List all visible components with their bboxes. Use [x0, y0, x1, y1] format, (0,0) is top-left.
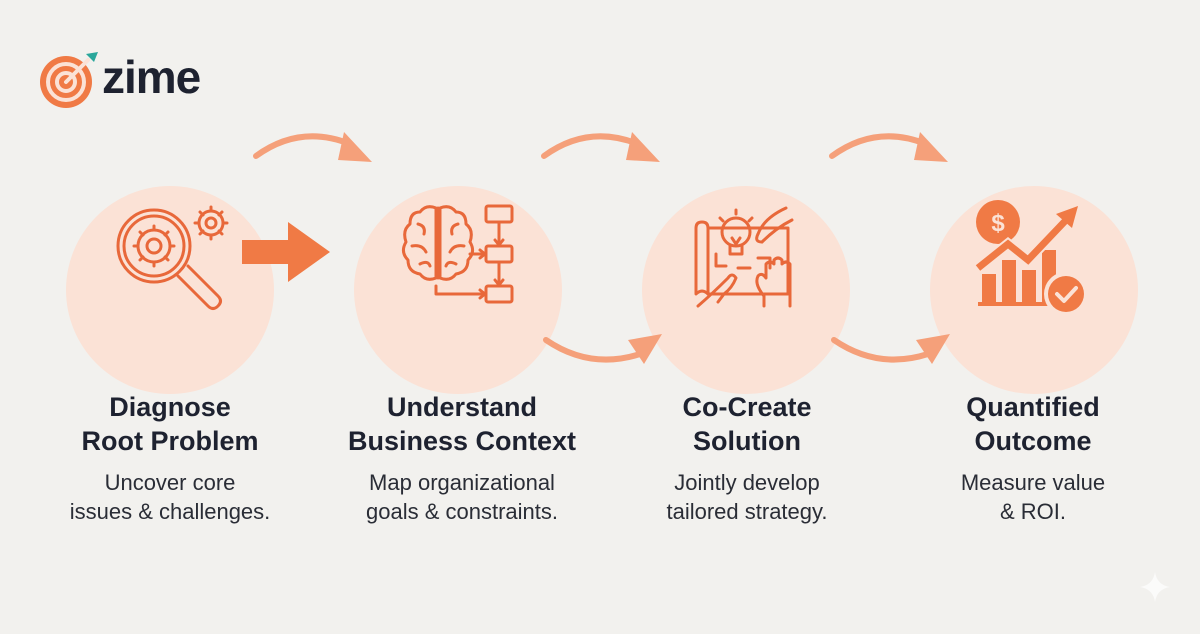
step-desc-line: & ROI. — [999, 499, 1066, 524]
step-desc-line: goals & constraints. — [366, 499, 558, 524]
step-title-line: Co-Create — [682, 392, 812, 422]
sparkle-icon — [1138, 570, 1172, 609]
step-description: Measure value & ROI. — [893, 468, 1173, 526]
step-desc-line: Map organizational — [369, 470, 555, 495]
step-description: Uncover core issues & challenges. — [30, 468, 310, 526]
magnifier-gears-icon — [112, 196, 242, 321]
step-4-text: Quantified Outcome Measure value & ROI. — [893, 390, 1173, 526]
step-2-text: Understand Business Context Map organiza… — [322, 390, 602, 526]
step-description: Map organizational goals & constraints. — [322, 468, 602, 526]
target-with-arrow-icon — [38, 48, 100, 110]
curved-arrow-icon — [538, 124, 668, 173]
step-title-line: Understand — [386, 392, 538, 422]
curved-arrow-icon — [828, 328, 958, 377]
step-title-line: Business Context — [347, 426, 577, 456]
brand-name: zime — [102, 51, 201, 103]
step-3-text: Co-Create Solution Jointly develop tailo… — [607, 390, 887, 526]
curved-arrow-icon — [540, 328, 670, 377]
step-title: Quantified Outcome — [893, 390, 1173, 458]
step-title: Co-Create Solution — [607, 390, 887, 458]
step-desc-line: issues & challenges. — [69, 499, 271, 524]
brand-logo: zime — [38, 48, 201, 110]
step-desc-line: Jointly develop — [674, 470, 820, 495]
step-2-circle — [354, 186, 562, 394]
step-title-line: Diagnose — [109, 392, 231, 422]
curved-arrow-icon — [250, 124, 380, 173]
solid-right-arrow-icon — [242, 220, 332, 289]
brain-flowchart-icon — [398, 200, 528, 320]
step-1-text: Diagnose Root Problem Uncover core issue… — [30, 390, 310, 526]
step-title: Understand Business Context — [322, 390, 602, 458]
step-title-line: Outcome — [974, 426, 1092, 456]
step-title-line: Root Problem — [81, 426, 259, 456]
step-title-line: Quantified — [966, 392, 1100, 422]
step-description: Jointly develop tailored strategy. — [607, 468, 887, 526]
hands-lightbulb-blueprint-icon — [688, 198, 808, 323]
curved-arrow-icon — [826, 124, 956, 173]
step-desc-line: Uncover core — [104, 470, 236, 495]
step-title-line: Solution — [693, 426, 801, 456]
growth-chart-dollar-check-icon: $ — [972, 198, 1092, 323]
step-desc-line: tailored strategy. — [666, 499, 828, 524]
step-desc-line: Measure value — [960, 470, 1106, 495]
svg-text:$: $ — [991, 210, 1005, 237]
step-title: Diagnose Root Problem — [30, 390, 310, 458]
